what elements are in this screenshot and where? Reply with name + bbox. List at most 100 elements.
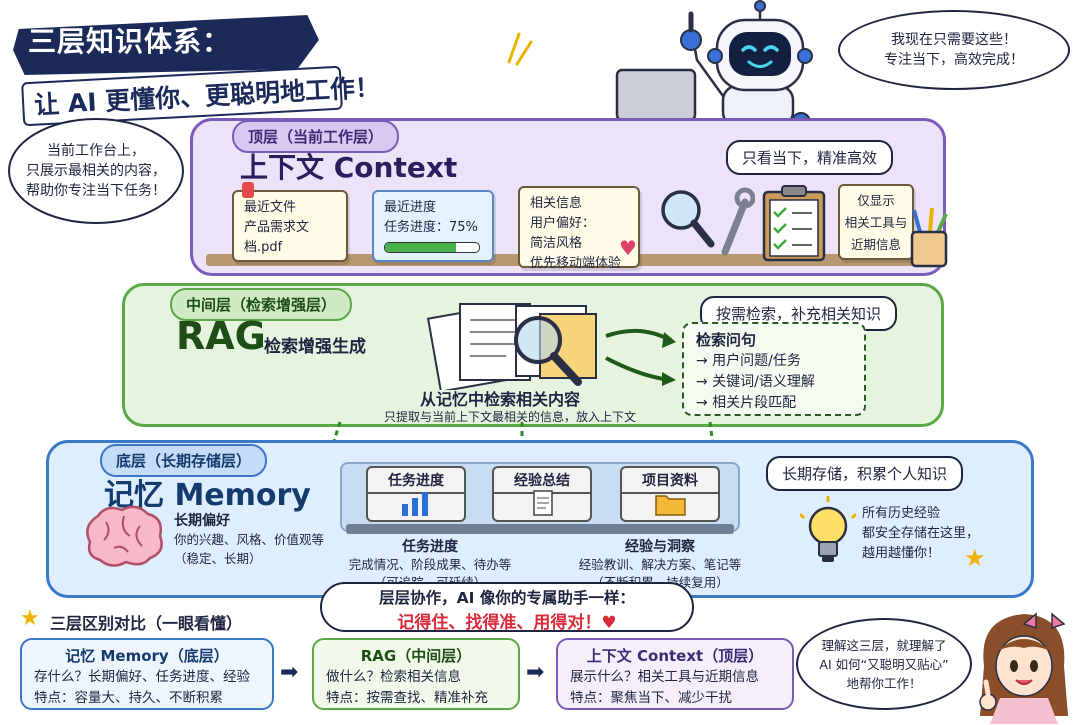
related-info-label: 相关信息 — [530, 196, 583, 211]
compare-box-context: 上下文 Context（顶层） 展示什么？相关工具与近期信息 特点：聚焦当下、减… — [556, 638, 794, 710]
robot-speech-line: 专注当下，高效完成！ — [884, 52, 1024, 68]
compare-box-name: RAG（中间层） — [360, 647, 472, 665]
wrench-icon — [721, 187, 755, 256]
callout-line-1: 层层协作，AI 像你的专属助手一样： — [379, 589, 635, 607]
left-speech-line: 只展示最相关的内容， — [26, 163, 166, 179]
chart-icon — [402, 492, 428, 516]
collaboration-callout: 层层协作，AI 像你的专属助手一样： 记得住、找得准、用得对！♥ — [320, 582, 694, 633]
bulb-note-line: 都安全存储在这里， — [862, 526, 980, 541]
recent-file-label: 最近文件 — [244, 200, 297, 215]
rag-layer-tag: 中间层（检索增强层） — [170, 288, 353, 321]
preference-title: 长期偏好 — [174, 513, 230, 529]
compare-box-line: 特点：按需查找、精准补充 — [326, 690, 488, 706]
tools-note-line: 仅显示 — [857, 193, 895, 208]
memory-task-line: 完成情况、阶段成果、待办等 — [348, 557, 512, 572]
folder-experience-summary: 经验总结 — [492, 466, 592, 522]
folder-label: 任务进度 — [368, 468, 464, 494]
shelf-base — [346, 524, 734, 534]
related-info-line: 用户偏好： — [530, 216, 596, 231]
progress-bar-fill — [385, 243, 456, 252]
rag-note: 只提取与当前上下文最相关的信息，放入上下文 — [383, 410, 636, 424]
recent-file-name: 产品需求文档.pdf — [244, 220, 310, 255]
robot-icon — [615, 0, 813, 134]
girl-avatar — [979, 612, 1068, 724]
related-info-line: 优先移动端体验 — [530, 256, 622, 271]
left-speech-bubble: 当前工作台上， 只展示最相关的内容， 帮助你专注当下任务！ — [8, 118, 184, 224]
preference-desc: 你的兴趣、风格、价值观等 （稳定、长期） — [174, 530, 324, 568]
girl-speech-bubble: 理解这三层，就理解了 AI 如何“又聪明又贴心” 地帮你工作！ — [796, 618, 972, 710]
context-layer-title: 上下文 Context — [240, 151, 458, 184]
rag-layer-subtitle: 检索增强生成 — [264, 337, 366, 357]
bulb-note: 所有历史经验 都安全存储在这里， 越用越懂你！ — [862, 504, 979, 564]
magnifier-wrench-icons — [661, 187, 755, 256]
pencil-cup-icon — [910, 207, 948, 268]
callout-line-2: 记得住、找得准、用得对！♥ — [397, 613, 617, 633]
memory-motto: 长期存储，积累个人知识 — [766, 456, 964, 491]
compare-box-name: 上下文 Context（顶层） — [586, 647, 764, 665]
context-layer-tag: 顶层（当前工作层） — [232, 120, 400, 153]
tools-note-line: 近期信息 — [850, 237, 901, 252]
recent-file-card: 最近文件 产品需求文档.pdf — [232, 182, 348, 262]
query-box: 检索问句 → 用户问题/任务 → 关键词/语义理解 → 相关片段匹配 — [682, 322, 866, 416]
girl-speech-line: 理解这三层，就理解了 — [821, 637, 947, 653]
pin-icon — [242, 182, 254, 198]
left-speech-line: 帮助你专注当下任务！ — [26, 183, 166, 199]
memory-layer-tag: 底层（长期存储层） — [100, 444, 268, 477]
documents-icon — [426, 303, 597, 390]
compare-box-line: 做什么？检索相关信息 — [326, 669, 461, 685]
compare-box-name: 记忆 Memory（底层） — [65, 647, 229, 665]
bulb-note-line: 所有历史经验 — [862, 506, 941, 521]
progress-label: 最近进度 — [384, 200, 437, 215]
query-item: → 关键词/语义理解 — [696, 374, 815, 390]
folder-project-materials: 项目资料 — [620, 466, 720, 522]
title-banner: 三层知识体系： — [28, 25, 232, 58]
folder-label: 项目资料 — [622, 468, 718, 494]
compare-box-line: 特点：容量大、持久、不断积累 — [34, 690, 223, 706]
robot-speech-line: 我现在只需要这些！ — [891, 32, 1017, 48]
memory-task-title: 任务进度 — [402, 539, 458, 555]
sparkle-icon — [507, 32, 533, 66]
compare-box-line: 展示什么？相关工具与近期信息 — [570, 669, 759, 685]
magnifier-icon — [514, 316, 582, 386]
magnifier-icon — [661, 190, 715, 248]
query-item: → 相关片段匹配 — [696, 395, 797, 411]
folder-task-progress: 任务进度 — [366, 466, 466, 522]
rag-layer-title: RAG — [176, 314, 266, 358]
memory-insight-title: 经验与洞察 — [625, 539, 695, 555]
progress-card: 最近进度 任务进度：75% — [372, 190, 494, 262]
arrow-right-icon: ➡ — [526, 660, 545, 685]
compare-box-rag: RAG（中间层） 做什么？检索相关信息 特点：按需查找、精准补充 — [312, 638, 520, 710]
tools-note-line: 相关工具与 — [844, 215, 908, 230]
compare-box-memory: 记忆 Memory（底层） 存什么？长期偏好、任务进度、经验 特点：容量大、持久… — [20, 638, 274, 710]
query-item: → 用户问题/任务 — [696, 353, 801, 369]
arrow-right-icon: ➡ — [280, 660, 299, 685]
heart-icon: ♥ — [619, 236, 637, 260]
brain-icon — [86, 505, 163, 567]
context-motto: 只看当下，精准高效 — [726, 140, 894, 175]
robot-speech-bubble: 我现在只需要这些！ 专注当下，高效完成！ — [838, 10, 1070, 90]
compare-box-line: 特点：聚焦当下、减少干扰 — [570, 690, 732, 706]
preference-line: 你的兴趣、风格、价值观等 — [174, 532, 325, 547]
rag-arrows — [605, 328, 676, 386]
query-title: 检索问句 — [696, 331, 757, 349]
rag-caption: 从记忆中检索相关内容 — [419, 390, 580, 409]
compare-title: 三层区别对比（一眼看懂） — [50, 614, 243, 633]
star-icon: ★ — [20, 606, 40, 631]
related-info-line: 简洁风格 — [530, 236, 583, 251]
related-info-card: 相关信息 用户偏好： 简洁风格 优先移动端体验 — [518, 186, 640, 271]
clipboard-icon — [762, 185, 826, 262]
document-icon — [533, 490, 553, 516]
compare-box-line: 存什么？长期偏好、任务进度、经验 — [34, 669, 250, 685]
progress-text: 任务进度：75% — [384, 220, 478, 235]
girl-speech-line: 地帮你工作！ — [846, 675, 922, 691]
preference-line: （稳定、长期） — [174, 551, 262, 566]
star-icon: ★ — [964, 544, 986, 572]
progress-bar — [384, 242, 480, 253]
folder-icon — [655, 495, 686, 516]
bulb-icon — [800, 496, 856, 562]
tools-note-card: 仅显示 相关工具与 近期信息 — [838, 184, 914, 260]
bulb-note-line: 越用越懂你！ — [862, 546, 941, 561]
girl-speech-line: AI 如何“又聪明又贴心” — [819, 656, 949, 672]
left-speech-line: 当前工作台上， — [47, 143, 145, 159]
memory-insight-line: 经验教训、解决方案、笔记等 — [578, 557, 742, 572]
